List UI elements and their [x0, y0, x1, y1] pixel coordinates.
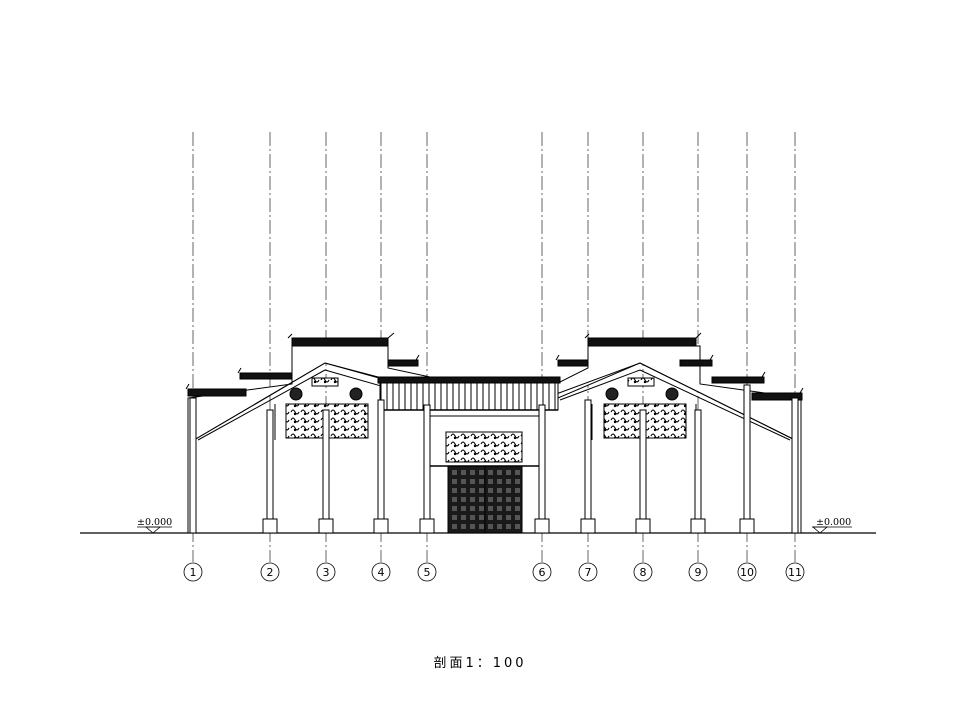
columns [189, 384, 799, 534]
left-roof-step-2 [387, 359, 419, 367]
level-text-left: ±0.000 [137, 517, 172, 528]
column-base-9 [690, 518, 706, 534]
axis-bubble-5 [417, 562, 437, 582]
center-lattice [379, 382, 559, 411]
axis-label-5: 5 [424, 566, 431, 579]
column-base-10 [739, 518, 755, 534]
column-1 [189, 397, 197, 534]
left-building [185, 332, 459, 534]
column-6 [538, 404, 546, 534]
left-roof-top [291, 337, 389, 347]
column-8 [639, 409, 647, 534]
center-carved-panel [445, 431, 523, 463]
axis-label-9: 9 [695, 566, 702, 579]
axis-label-8: 8 [640, 566, 647, 579]
right-roof-step-2 [557, 359, 589, 367]
right-roof-top [587, 337, 697, 347]
drawing-caption: 剖面1：100 [433, 656, 527, 671]
axis-bubble-6 [532, 562, 552, 582]
right-carved-top [627, 377, 655, 387]
level-marker-right: ±0.000 [811, 517, 852, 534]
right-roof-step-3 [711, 376, 765, 384]
column-5 [423, 404, 431, 534]
axis-bubble-1 [183, 562, 203, 582]
center-roof [377, 376, 561, 384]
axis-bubbles: 1 2 3 4 5 6 7 8 9 10 11 [183, 562, 805, 582]
column-7 [584, 399, 592, 534]
right-gable-wall [557, 345, 802, 534]
axis-bubble-2 [260, 562, 280, 582]
column-11 [791, 397, 799, 534]
level-marker-left: ±0.000 [137, 517, 172, 534]
column-base-5 [419, 518, 435, 534]
right-roof-step [679, 359, 713, 367]
axis-bubble-8 [633, 562, 653, 582]
column-4 [377, 399, 385, 534]
column-10 [743, 384, 751, 534]
column-base-4 [373, 518, 389, 534]
axis-bubble-10 [737, 562, 757, 582]
column-base-3 [318, 518, 334, 534]
left-roof-eave [187, 388, 247, 397]
axis-bubble-7 [578, 562, 598, 582]
level-text-right: ±0.000 [816, 517, 851, 528]
axis-bubble-4 [371, 562, 391, 582]
column-2 [266, 409, 274, 534]
column-base-6 [534, 518, 550, 534]
right-building [539, 332, 804, 534]
axis-label-2: 2 [267, 566, 274, 579]
column-base-8 [635, 518, 651, 534]
axis-label-11: 11 [788, 566, 802, 579]
left-roof-step [239, 372, 293, 380]
axis-label-6: 6 [539, 566, 546, 579]
center-section [377, 376, 561, 534]
axis-label-1: 1 [190, 566, 197, 579]
column-9 [694, 409, 702, 534]
axis-label-10: 10 [740, 566, 754, 579]
column-3 [322, 409, 330, 534]
axis-label-3: 3 [323, 566, 330, 579]
axis-label-4: 4 [378, 566, 385, 579]
left-carved-top [311, 377, 339, 387]
column-base-2 [262, 518, 278, 534]
axis-bubble-11 [785, 562, 805, 582]
axis-label-7: 7 [585, 566, 592, 579]
axis-bubble-3 [316, 562, 336, 582]
column-base-7 [580, 518, 596, 534]
axis-bubble-9 [688, 562, 708, 582]
right-roof-eave [751, 392, 803, 401]
